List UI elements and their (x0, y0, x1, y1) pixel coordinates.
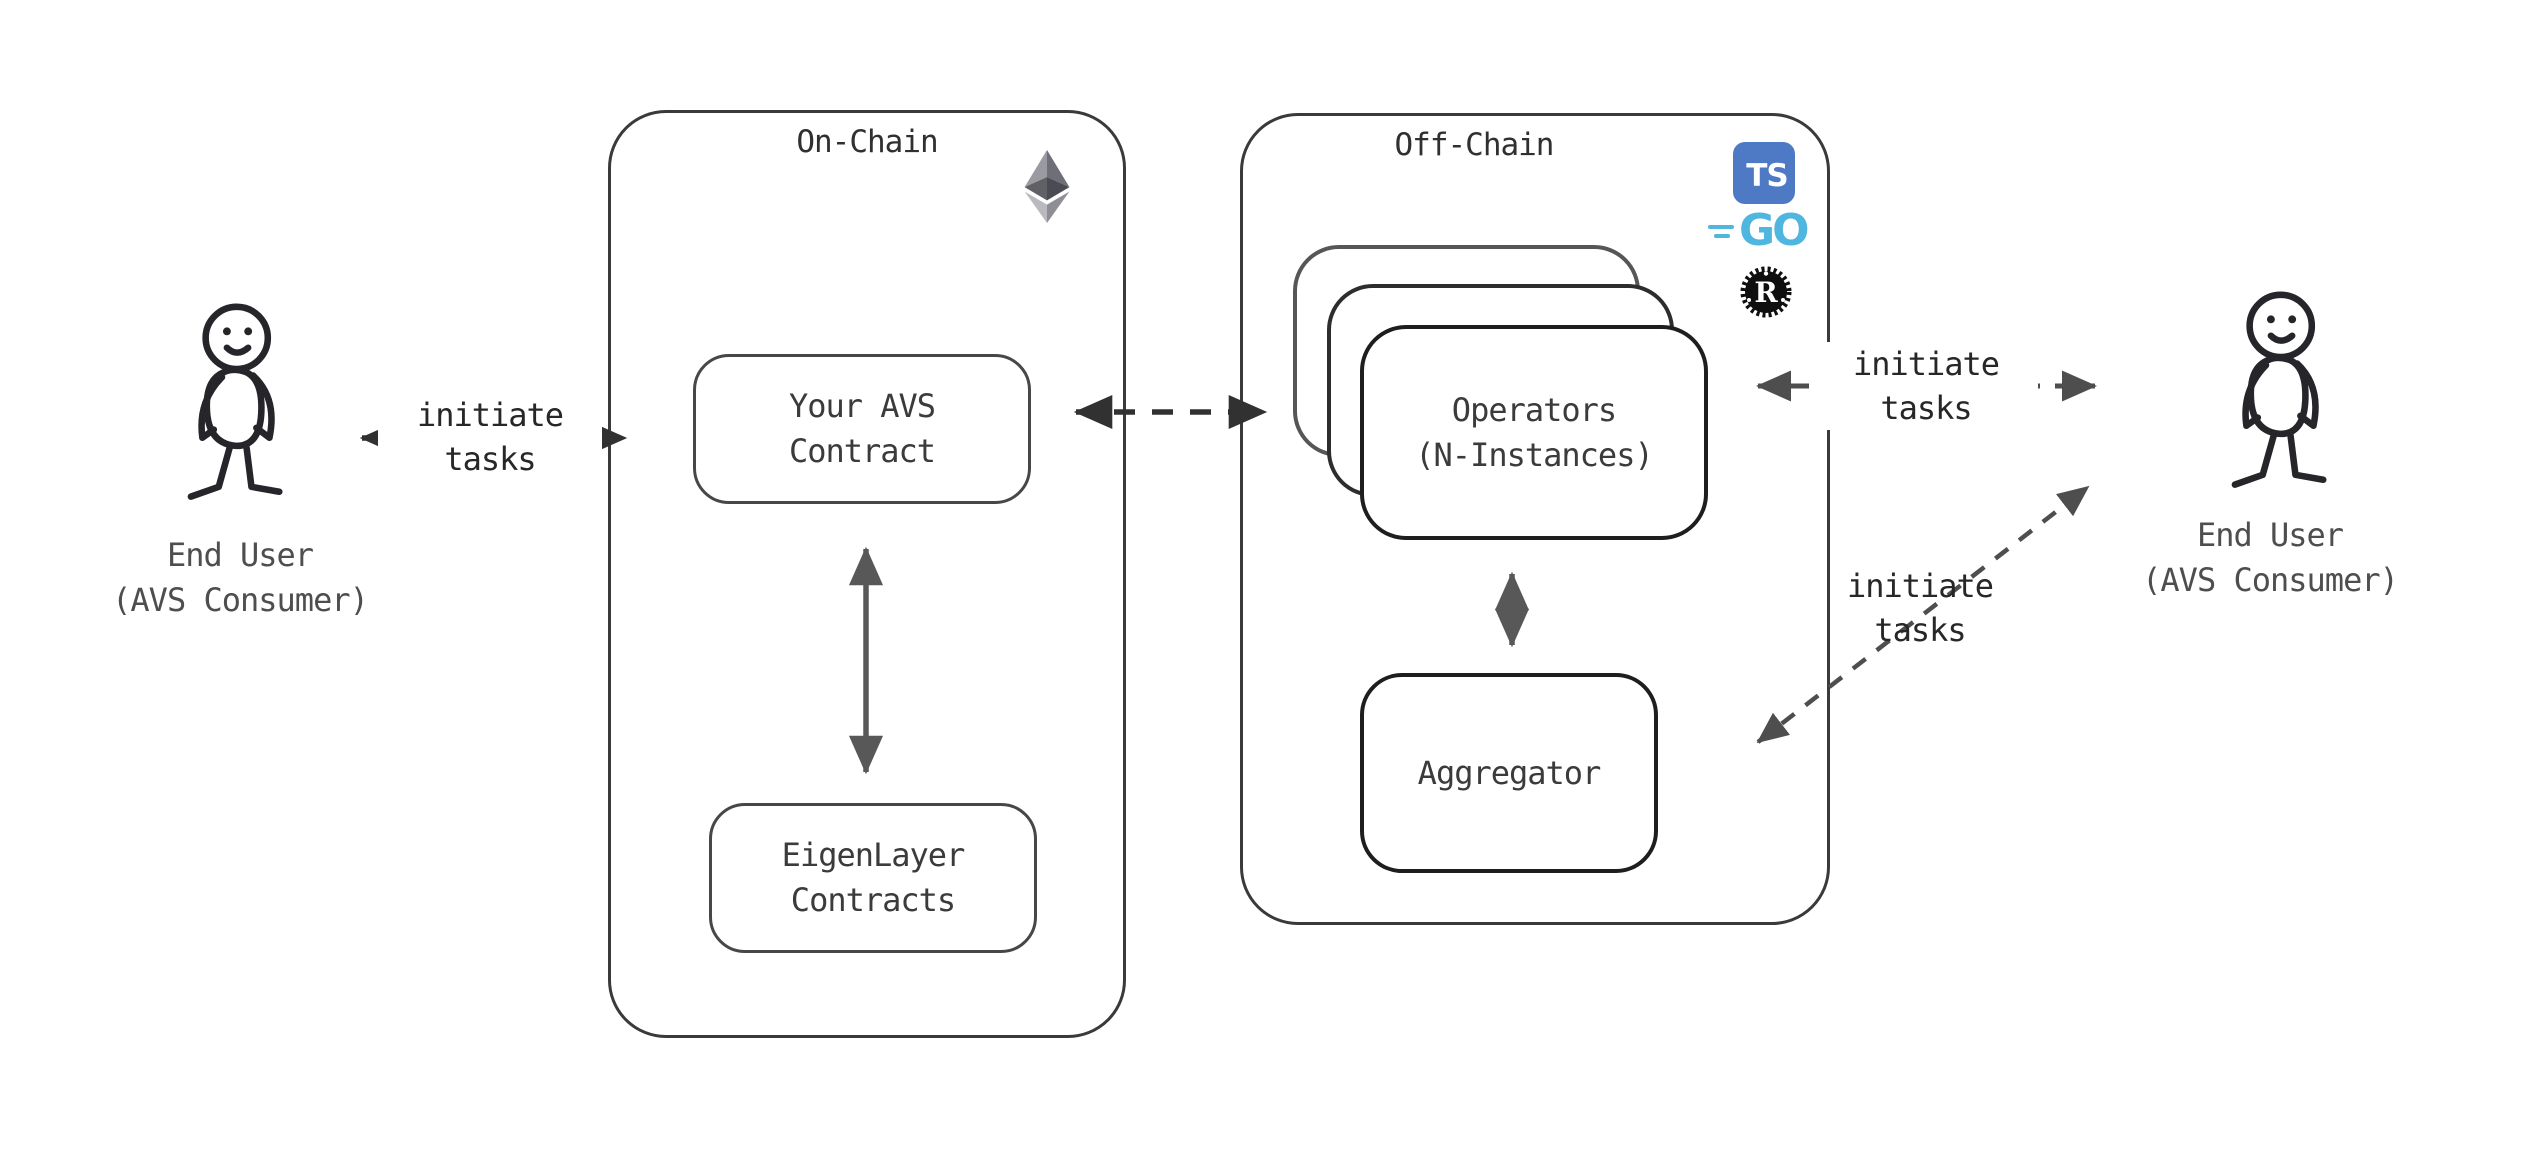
node-aggregator: Aggregator (1360, 673, 1658, 873)
actor-label-line: End User (2196, 516, 2344, 554)
node-label-line: (N-Instances) (1415, 435, 1653, 474)
node-your-avs-contract: Your AVS Contract (693, 354, 1031, 504)
ethereum-icon (1024, 150, 1070, 223)
edge-label-line: initiate (416, 396, 564, 434)
go-icon: GO (1708, 209, 1816, 253)
off-chain-title: Off-Chain (1394, 127, 1555, 163)
edge-label-initiate-tasks-diagonal: initiate tasks (1808, 564, 2032, 652)
end-user-right-label: End User (AVS Consumer) (2114, 513, 2426, 603)
node-label-line: Contract (788, 432, 936, 470)
node-label-line: Operators (1451, 390, 1617, 429)
edge-label-line: initiate (1852, 345, 2000, 383)
node-eigenlayer-contracts: EigenLayer Contracts (709, 803, 1037, 953)
edge-label-initiate-tasks-right: initiate tasks (1814, 342, 2038, 430)
actor-label-line: End User (166, 536, 314, 574)
end-user-left-label: End User (AVS Consumer) (84, 533, 396, 623)
rust-icon: R (1740, 266, 1792, 318)
actor-label-line: (AVS Consumer) (2142, 561, 2399, 599)
edge-label-line: tasks (444, 440, 536, 478)
edge-label-line: tasks (1880, 389, 1972, 427)
on-chain-container (608, 110, 1126, 1038)
node-label-line: Aggregator (1417, 753, 1602, 792)
actor-label-line: (AVS Consumer) (112, 581, 369, 619)
node-label-line: EigenLayer (781, 836, 966, 874)
rust-icon-letter: R (1754, 276, 1778, 309)
node-label-line: Your AVS (788, 387, 936, 425)
end-user-left-icon (187, 303, 283, 500)
typescript-icon: TS (1733, 142, 1795, 204)
end-user-right-icon (2231, 291, 2327, 488)
node-label-line: Contracts (790, 881, 956, 919)
edge-label-initiate-tasks-left: initiate tasks (378, 393, 602, 481)
on-chain-title: On-Chain (796, 124, 938, 160)
go-speed-lines-icon (1708, 224, 1734, 238)
node-operators: Operators (N-Instances) (1360, 325, 1708, 540)
go-icon-letters: GO (1739, 205, 1810, 256)
typescript-icon-letters: TS (1746, 158, 1788, 194)
edge-label-line: tasks (1874, 611, 1966, 649)
edge-label-line: initiate (1846, 567, 1994, 605)
